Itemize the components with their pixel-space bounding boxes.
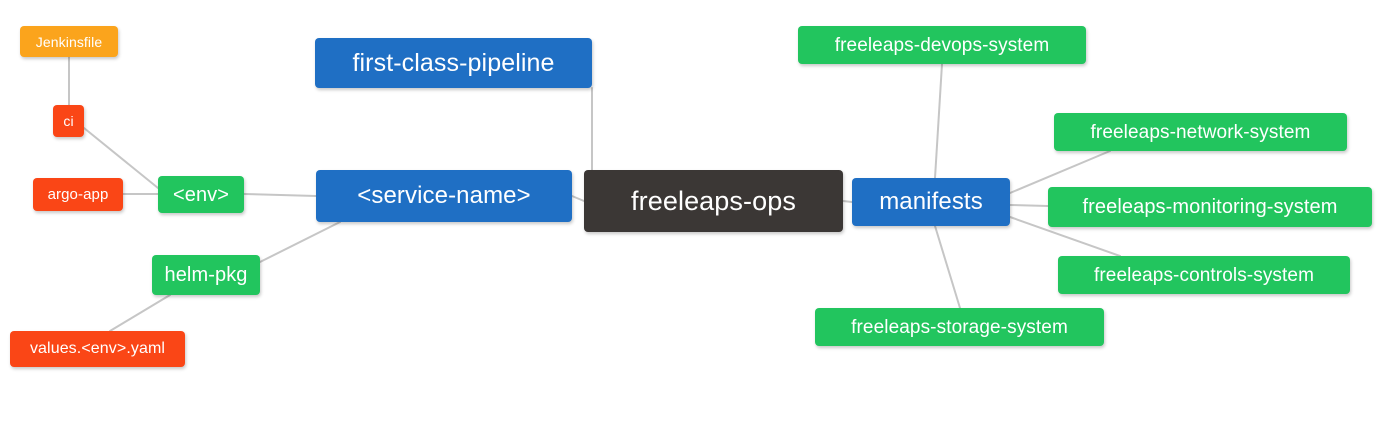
node-freeleaps-network-system[interactable]: freeleaps-network-system: [1054, 113, 1347, 151]
edge-helm-pkg-to-values-yaml: [109, 294, 171, 332]
node-env[interactable]: <env>: [158, 176, 244, 213]
edge-freeleaps-ops-to-manifests: [842, 200, 853, 203]
node-freeleaps-devops-system[interactable]: freeleaps-devops-system: [798, 26, 1086, 64]
edge-manifests-to-freeleaps-storage-system: [934, 225, 961, 309]
node-ci[interactable]: ci: [53, 105, 84, 137]
edge-manifests-to-freeleaps-monitoring-system: [1009, 204, 1049, 207]
node-jenkinsfile[interactable]: Jenkinsfile: [20, 26, 118, 57]
node-helm-pkg[interactable]: helm-pkg: [152, 255, 260, 295]
node-freeleaps-storage-system[interactable]: freeleaps-storage-system: [815, 308, 1104, 346]
edge-service-name-to-env: [243, 193, 317, 197]
edge-manifests-to-freeleaps-devops-system: [934, 63, 943, 179]
node-service-name[interactable]: <service-name>: [316, 170, 572, 222]
node-first-class-pipeline[interactable]: first-class-pipeline: [315, 38, 592, 88]
edge-freeleaps-ops-to-service-name: [571, 195, 585, 202]
node-values-yaml[interactable]: values.<env>.yaml: [10, 331, 185, 367]
node-manifests[interactable]: manifests: [852, 178, 1010, 226]
node-freeleaps-ops[interactable]: freeleaps-ops: [584, 170, 843, 232]
node-argo-app[interactable]: argo-app: [33, 178, 123, 211]
node-freeleaps-controls-system[interactable]: freeleaps-controls-system: [1058, 256, 1350, 294]
node-freeleaps-monitoring-system[interactable]: freeleaps-monitoring-system: [1048, 187, 1372, 227]
edge-service-name-to-helm-pkg: [259, 221, 341, 263]
